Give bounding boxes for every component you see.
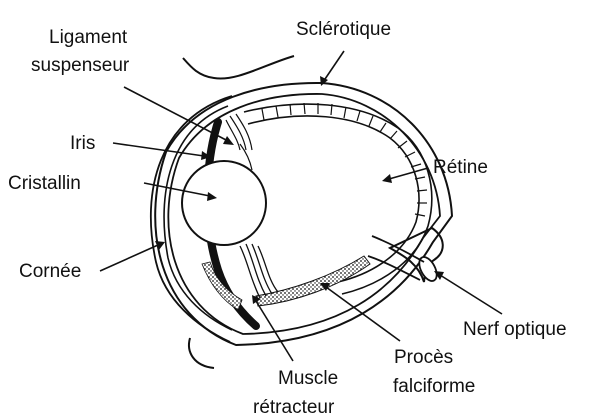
leader-iris (113, 143, 204, 156)
retina-inner-edge (248, 116, 419, 282)
label-nerf-optique: Nerf optique (463, 319, 567, 340)
upper-eyelid-fold (183, 56, 294, 79)
label-proces-line2: falciforme (393, 376, 475, 397)
retractor-muscle (240, 244, 278, 298)
ciliary-dotted-region (202, 262, 242, 310)
arrow-retine (382, 174, 392, 183)
leader-muscle (256, 301, 293, 361)
label-sclerotique: Sclérotique (296, 19, 391, 40)
label-ligament-line2: suspenseur (31, 55, 130, 76)
label-retine: Rétine (433, 157, 488, 178)
falciform-process (256, 256, 370, 306)
label-proces-line1: Procès (394, 347, 453, 368)
leader-sclerotique (323, 51, 344, 82)
label-cornee: Cornée (19, 261, 81, 282)
leader-cornee (100, 245, 158, 271)
lower-eyelid-fold (189, 338, 214, 368)
leader-nerf-optique (440, 275, 502, 314)
label-ligament-line1: Ligament (49, 27, 128, 48)
label-iris: Iris (70, 133, 95, 154)
label-cristallin: Cristallin (8, 173, 81, 194)
lens (182, 161, 266, 245)
label-muscle-line2: rétracteur (253, 397, 335, 418)
arrow-ligament (223, 136, 234, 145)
label-muscle-line1: Muscle (278, 368, 338, 389)
